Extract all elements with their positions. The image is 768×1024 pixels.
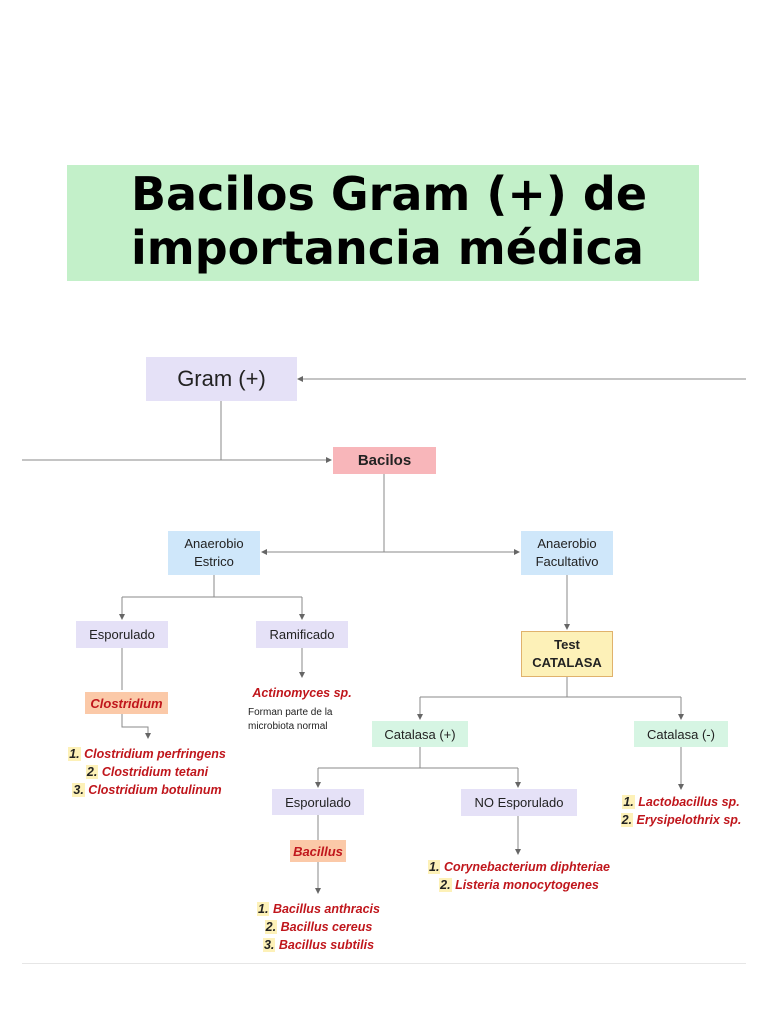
title-banner: Bacilos Gram (+) de importancia médica	[67, 165, 699, 281]
list-item: 3. Bacillus subtilis	[250, 936, 387, 954]
node-esporulado-left: Esporulado	[76, 621, 168, 648]
list-no-esporulado-species: 1. Corynebacterium diphteriae 2. Listeri…	[421, 858, 617, 894]
list-item: 1. Clostridium perfringens	[66, 745, 228, 763]
species-name: Lactobacillus sp.	[638, 795, 740, 809]
list-item: 2. Listeria monocytogenes	[421, 876, 617, 894]
node-catalasa-positive: Catalasa (+)	[372, 721, 468, 747]
node-no-esporulado-label: NO Esporulado	[474, 795, 564, 810]
species-name: Bacillus cereus	[280, 920, 373, 934]
node-anaerobio-estricto-line2: Estrico	[194, 554, 234, 569]
species-name: Clostridium perfringens	[84, 747, 226, 761]
list-number: 2.	[264, 920, 278, 934]
node-gram-positive: Gram (+)	[146, 357, 297, 401]
node-anaerobio-estricto-line1: Anaerobio	[184, 536, 244, 551]
node-anaerobio-facultativo-line2: Facultativo	[535, 554, 599, 569]
species-name: Erysipelothrix sp.	[636, 813, 742, 827]
list-item: 2. Erysipelothrix sp.	[618, 811, 744, 829]
bottom-divider	[22, 963, 746, 964]
list-number: 2.	[85, 765, 99, 779]
list-item: 2. Bacillus cereus	[250, 918, 387, 936]
node-test-catalasa-line1: Test	[554, 637, 580, 652]
list-number: 1.	[428, 860, 441, 874]
list-number: 3.	[262, 938, 276, 952]
node-ramificado: Ramificado	[256, 621, 348, 648]
node-actinomyces-label: Actinomyces sp.	[252, 686, 352, 700]
node-gram-label: Gram (+)	[177, 366, 266, 391]
list-catalasa-negative-species: 1. Lactobacillus sp. 2. Erysipelothrix s…	[618, 793, 744, 829]
actinomyces-note-line2: microbiota normal	[248, 721, 328, 732]
node-catalasa-positive-label: Catalasa (+)	[384, 726, 456, 742]
list-number: 1.	[68, 747, 81, 761]
list-number: 1.	[257, 902, 270, 916]
node-clostridium: Clostridium	[85, 692, 168, 714]
node-ramificado-label: Ramificado	[269, 627, 335, 642]
node-esporulado-mid-label: Esporulado	[285, 794, 351, 810]
list-clostridium-species: 1. Clostridium perfringens 2. Clostridiu…	[66, 745, 228, 799]
species-name: Corynebacterium diphteriae	[443, 860, 610, 874]
list-number: 2.	[439, 878, 452, 892]
title-line-1: Bacilos Gram (+) de	[131, 167, 648, 221]
list-item: 1. Bacillus anthracis	[250, 900, 387, 918]
node-no-esporulado: NO Esporulado	[461, 789, 577, 816]
species-name: Clostridium tetani	[101, 765, 209, 779]
node-clostridium-label: Clostridium	[90, 695, 163, 711]
list-item: 1. Lactobacillus sp.	[618, 793, 744, 811]
node-bacillus-label: Bacillus	[293, 843, 343, 859]
list-item: 1. Corynebacterium diphteriae	[421, 858, 617, 876]
list-number: 2.	[620, 813, 634, 827]
list-item: 2. Clostridium tetani	[66, 763, 228, 781]
node-catalasa-negative: Catalasa (-)	[634, 721, 728, 747]
node-anaerobio-facultativo-line1: Anaerobio	[537, 536, 597, 551]
actinomyces-note: Forman parte de la microbiota normal	[248, 706, 333, 734]
list-item: 3. Clostridium botulinum	[66, 781, 228, 799]
node-anaerobio-estricto: Anaerobio Estrico	[168, 531, 260, 575]
node-bacillus: Bacillus	[290, 840, 346, 862]
species-name: Listeria monocytogenes	[455, 878, 599, 892]
species-name: Bacillus anthracis	[272, 902, 380, 916]
connector-clostridium-to-list	[121, 714, 151, 739]
species-name: Clostridium botulinum	[88, 783, 222, 797]
node-bacilos: Bacilos	[333, 447, 436, 474]
node-esporulado-left-label: Esporulado	[89, 627, 155, 642]
node-actinomyces: Actinomyces sp.	[240, 683, 364, 703]
node-test-catalasa-line2: CATALASA	[532, 655, 602, 670]
node-test-catalasa: Test CATALASA	[521, 631, 613, 677]
node-catalasa-negative-label: Catalasa (-)	[647, 726, 715, 742]
node-esporulado-mid: Esporulado	[272, 789, 364, 815]
list-number: 3.	[72, 783, 85, 797]
node-anaerobio-facultativo: Anaerobio Facultativo	[521, 531, 613, 575]
node-bacilos-label: Bacilos	[357, 452, 412, 469]
list-number: 1.	[622, 795, 635, 809]
title-line-2: importancia médica	[131, 221, 644, 275]
species-name: Bacillus subtilis	[278, 938, 375, 952]
list-bacillus-species: 1. Bacillus anthracis 2. Bacillus cereus…	[250, 900, 387, 954]
actinomyces-note-line1: Forman parte de la	[248, 707, 333, 718]
